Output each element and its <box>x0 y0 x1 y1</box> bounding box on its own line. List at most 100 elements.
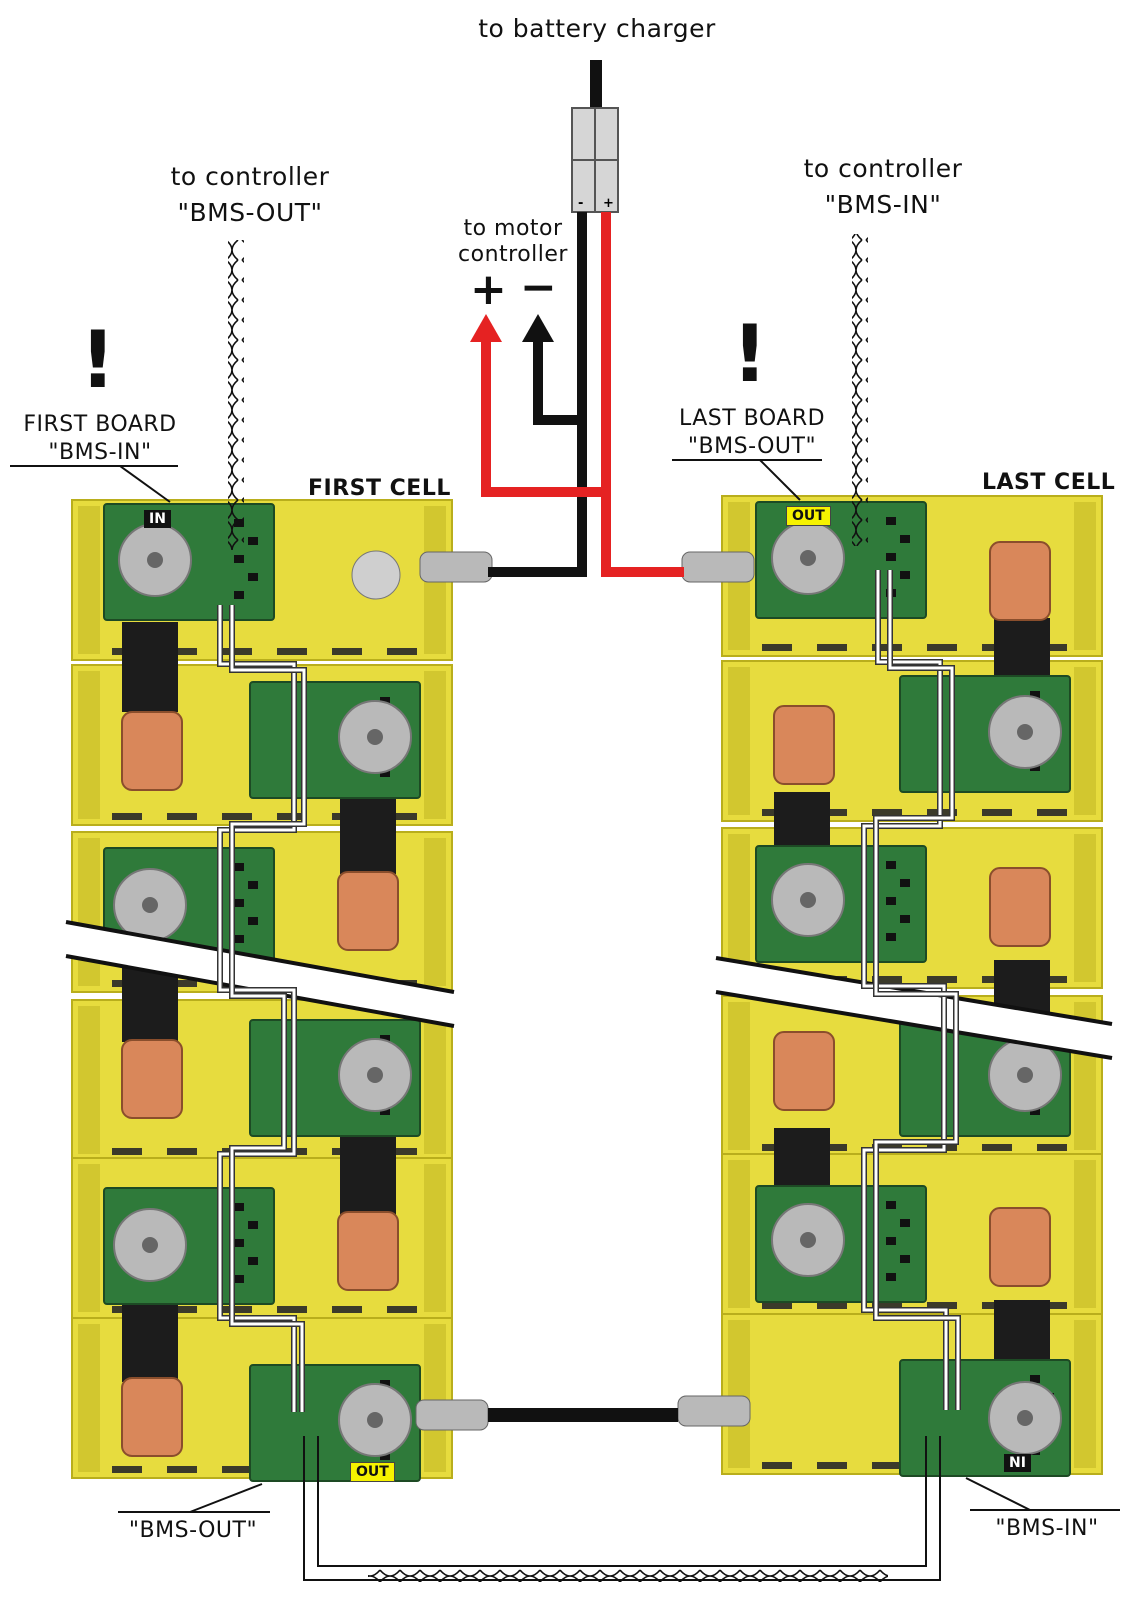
cell-vent <box>222 813 252 820</box>
cell-rib <box>424 1324 446 1472</box>
cell-vent <box>1037 1144 1067 1151</box>
insulated-strap <box>122 1302 178 1382</box>
last-board-pointer <box>759 459 801 501</box>
charger-label: to battery charger <box>478 14 716 43</box>
board-chip <box>886 553 896 561</box>
board-chip <box>380 697 390 705</box>
cell-vent <box>222 1466 252 1473</box>
plus-sign: + <box>470 264 507 315</box>
break-gap-left <box>66 922 454 1026</box>
board-chip <box>886 517 896 525</box>
terminal-bolt <box>367 729 383 745</box>
terminal-bolt <box>800 550 816 566</box>
bms-out-pointer <box>189 1483 263 1513</box>
cell-rib <box>424 1006 446 1154</box>
pack-link-cable <box>488 1408 678 1422</box>
cell-rib <box>78 1006 100 1154</box>
positive-arrow-icon <box>470 314 502 342</box>
negative-branch <box>533 338 582 425</box>
cell-vent <box>872 1302 902 1309</box>
board-tag-ni: NI <box>1004 1454 1031 1472</box>
cell-rib <box>1074 1320 1096 1468</box>
cell-vent <box>167 1148 197 1155</box>
positive-branch <box>481 338 606 497</box>
cell-rib <box>1074 667 1096 815</box>
board-chip <box>380 1107 390 1115</box>
terminal-bolt <box>147 552 163 568</box>
cell-vent <box>387 1306 417 1313</box>
board-chip <box>380 1035 390 1043</box>
minus-sign: − <box>520 262 557 313</box>
negative-arrow-icon <box>522 314 554 342</box>
connector-minus-mark: - <box>578 196 584 211</box>
board-chip <box>248 1221 258 1229</box>
cell-rib <box>424 1164 446 1312</box>
cell-vent <box>222 648 252 655</box>
cell-vent <box>762 1302 792 1309</box>
insulated-strap <box>340 1136 396 1216</box>
board-chip <box>900 1219 910 1227</box>
warning-icon-left: ! <box>80 316 116 406</box>
controller-right-label: to controller <box>803 154 963 183</box>
cell-vent <box>332 1306 362 1313</box>
cell-vent <box>112 1466 142 1473</box>
board-tag-out-bottom: OUT <box>350 1462 395 1482</box>
board-chip <box>248 1257 258 1265</box>
terminal-bolt <box>142 897 158 913</box>
copper-busbar <box>773 705 835 785</box>
board-chip <box>886 1273 896 1281</box>
positive-wire <box>601 212 684 577</box>
motor-controller-label: to motor <box>463 216 563 241</box>
cell-rib <box>728 1320 750 1468</box>
terminal-bolt <box>800 892 816 908</box>
first-board-signal: "BMS-IN" <box>48 440 152 465</box>
twisted-pair-left-controller <box>228 240 244 550</box>
board-chip <box>1030 1107 1040 1115</box>
board-chip <box>380 769 390 777</box>
cell-vent <box>1037 1302 1067 1309</box>
cell-rib <box>424 671 446 819</box>
copper-busbar <box>121 1039 183 1119</box>
cell-vent <box>387 1148 417 1155</box>
cable-lug-right-bottom <box>677 1395 751 1427</box>
first-board-label: FIRST BOARD <box>23 412 177 437</box>
copper-busbar <box>773 1031 835 1111</box>
terminal-bolt <box>367 1067 383 1083</box>
insulated-strap <box>122 622 178 712</box>
cell-vent <box>872 976 902 983</box>
controller-right-signal: "BMS-IN" <box>824 190 942 219</box>
motor-controller-label-2: controller <box>458 242 568 267</box>
cable-lug-left-top <box>419 551 493 583</box>
twisted-pair-right-controller <box>852 234 868 546</box>
board-chip <box>886 897 896 905</box>
cell-vent <box>167 813 197 820</box>
cell-vent <box>167 1466 197 1473</box>
cell-vent <box>817 644 847 651</box>
terminal-bolt <box>142 1237 158 1253</box>
board-chip <box>900 879 910 887</box>
terminal-left-top-nut <box>351 550 401 600</box>
cell-rib <box>1074 834 1096 982</box>
cell-vent <box>817 1144 847 1151</box>
copper-busbar <box>337 1211 399 1291</box>
cell-vent <box>222 1306 252 1313</box>
first-cell-label: FIRST CELL <box>308 476 451 501</box>
cell-vent <box>387 813 417 820</box>
cell-vent <box>817 809 847 816</box>
cell-rib <box>1074 502 1096 650</box>
cell-vent <box>762 1462 792 1469</box>
last-cell-label: LAST CELL <box>982 470 1116 495</box>
board-chip <box>234 1203 244 1211</box>
charger-cable <box>590 60 602 112</box>
negative-wire <box>488 212 587 577</box>
cell-vent <box>872 809 902 816</box>
cell-vent <box>817 1302 847 1309</box>
board-chip <box>1030 1375 1040 1383</box>
cell-vent <box>277 648 307 655</box>
break-line-left-top <box>65 920 455 994</box>
controller-left-signal: "BMS-OUT" <box>177 198 323 227</box>
signal-chain-left-b <box>230 605 306 1412</box>
cell-rib <box>728 1160 750 1308</box>
copper-busbar <box>989 867 1051 947</box>
